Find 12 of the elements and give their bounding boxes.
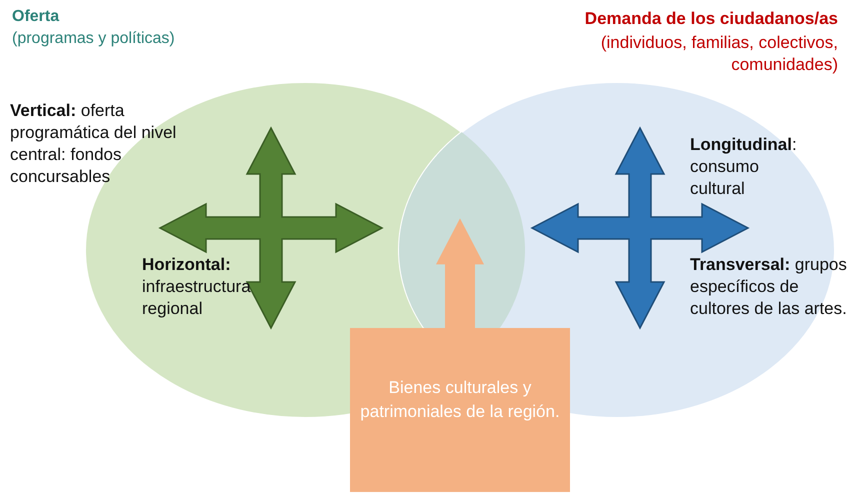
- heading: Oferta: [12, 7, 60, 27]
- heading: Demanda de los ciudadanos/as: [584, 8, 838, 30]
- box-text: Bienes culturales y patrimoniales de la región.: [360, 377, 560, 423]
- subheading: (individuos, familias, colectivos, comunidades): [600, 32, 838, 76]
- description-text: Longitudinal: consumo cultural: [690, 134, 798, 200]
- subheading: (programas y políticas): [12, 29, 176, 49]
- source-box: [350, 328, 570, 492]
- overlap-region: [399, 132, 525, 328]
- description-text: Vertical: oferta programática del nivel central: fondos concursables: [10, 100, 178, 188]
- description-text: Horizontal: infraestructura regional: [142, 254, 252, 320]
- arrow: [436, 218, 484, 328]
- description-text: Transversal: grupos específicos de cultores de las artes.: [690, 254, 848, 320]
